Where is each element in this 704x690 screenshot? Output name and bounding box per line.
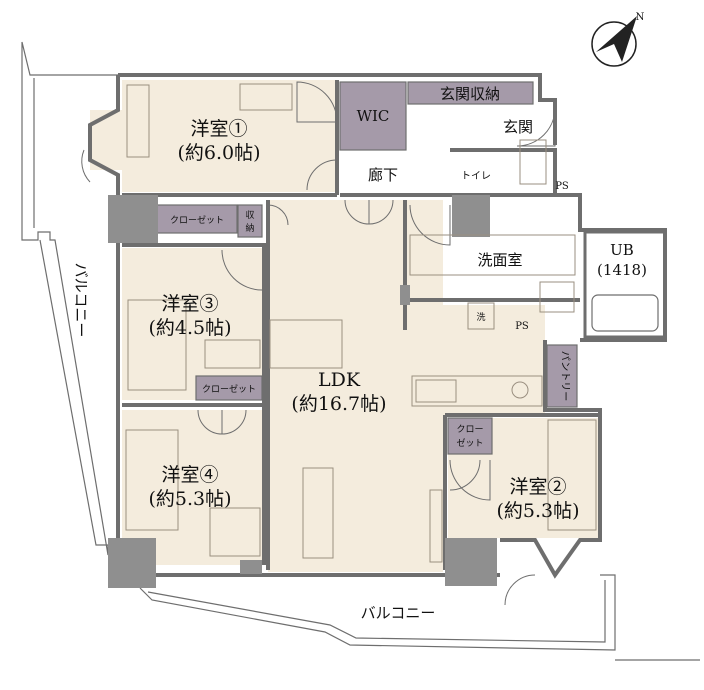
ub-size: (1418): [597, 261, 647, 279]
kitchen-floor: [405, 305, 545, 415]
pantry-label: パントリー: [559, 351, 571, 402]
column-3: [445, 538, 497, 586]
closet-western3-box: [195, 375, 263, 401]
compass-rose: N: [591, 12, 645, 67]
closet-western2-line1: クロー: [456, 424, 483, 435]
balcony-south-label: バルコニー: [361, 604, 436, 622]
compass-north-label: N: [636, 12, 645, 23]
western1-floor: [122, 80, 337, 192]
storage-small-box: [237, 204, 263, 238]
column-1: [108, 195, 158, 243]
column-2: [108, 538, 156, 588]
western1-size: (約6.0帖): [177, 142, 260, 164]
wic-label: WIC: [357, 107, 390, 125]
ldk-size: (約16.7帖): [291, 393, 386, 415]
furniture: [125, 83, 597, 563]
western1-name: 洋室①: [190, 118, 247, 140]
column-4: [452, 195, 490, 237]
doors: [81, 81, 556, 606]
closet-western2-line2: ゼット: [456, 437, 483, 449]
washer-label: 洗: [476, 311, 485, 323]
bathtub: [591, 294, 659, 332]
western4-size: (約5.3帖): [148, 488, 231, 510]
entrance-storage-label: 玄関収納: [440, 85, 500, 103]
storage-small-line2: 納: [245, 222, 254, 234]
entrance-storage-box: [407, 81, 534, 105]
pantry-box: [546, 344, 578, 408]
closet-western2-box: [447, 417, 493, 455]
western3-floor: [122, 248, 264, 400]
column-5: [400, 285, 410, 305]
western4-name: 洋室④: [161, 464, 218, 486]
balcony-south-outline: [139, 574, 700, 661]
column-6: [240, 560, 262, 574]
wic-box: [339, 81, 407, 151]
ps1-label: PS: [555, 181, 569, 192]
ub-name: UB: [610, 241, 634, 259]
closet-western3-label: クローゼット: [202, 383, 256, 395]
toilet-label: トイレ: [461, 171, 491, 182]
ub-box: [583, 230, 667, 339]
washroom-label: 洗面室: [477, 251, 522, 269]
storage-small-line1: 収: [245, 209, 254, 221]
ps2-label: PS: [515, 321, 529, 332]
western3-name: 洋室③: [161, 293, 218, 315]
western2-name: 洋室②: [509, 476, 566, 498]
closet-western1-label: クローゼット: [170, 214, 224, 226]
western3-size: (約4.5帖): [148, 317, 231, 339]
entrance-label: 玄関: [503, 118, 533, 136]
balcony-west-label: バルコニー: [72, 263, 90, 338]
ldk-name: LDK: [318, 369, 361, 391]
hallway-label: 廊下: [368, 166, 398, 184]
western2-size: (約5.3帖): [496, 500, 579, 522]
